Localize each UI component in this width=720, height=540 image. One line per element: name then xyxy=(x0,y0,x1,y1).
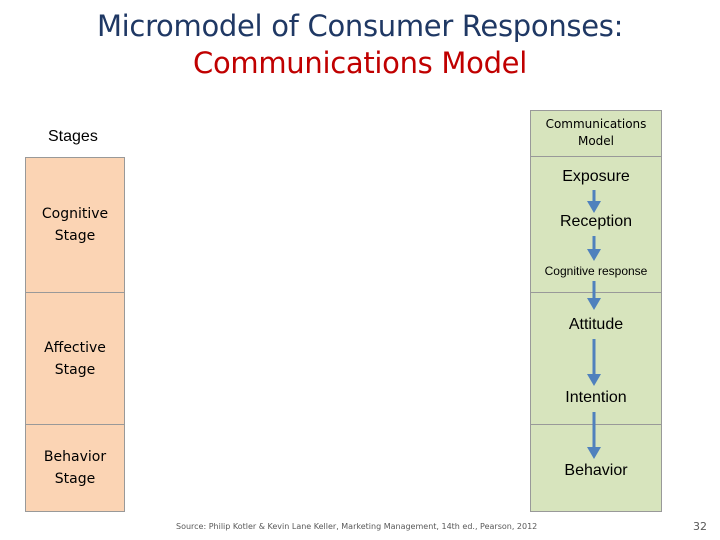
step-exposure: Exposure xyxy=(562,168,630,185)
title-line-1: Micromodel of Consumer Responses: xyxy=(96,9,624,43)
arrow-down-icon xyxy=(587,339,601,386)
model-divider-affective-behavior xyxy=(530,424,662,425)
source-citation: Source: Philip Kotler & Kevin Lane Kelle… xyxy=(176,522,538,531)
arrow-down-icon xyxy=(587,236,601,261)
behavior-stage-box: Behavior Stage xyxy=(25,424,125,512)
step-intention: Intention xyxy=(565,389,627,406)
communications-model-column xyxy=(530,110,662,512)
arrow-down-icon xyxy=(587,412,601,459)
cognitive-stage-box: Cognitive Stage xyxy=(25,157,125,293)
title-line-2: Communications Model xyxy=(193,46,527,80)
behavior-stage-line-1: Behavior xyxy=(43,449,107,465)
model-header-line-2: Model xyxy=(577,134,615,148)
communications-model-header: Communications Model xyxy=(530,110,662,157)
page-title: Micromodel of Consumer Responses: Commun… xyxy=(0,8,720,82)
stages-header: Stages xyxy=(48,128,98,145)
model-header-line-1: Communications xyxy=(545,117,647,131)
step-behavior: Behavior xyxy=(564,462,628,479)
arrow-down-icon xyxy=(587,190,601,213)
arrow-down-icon xyxy=(587,281,601,310)
cognitive-stage-line-1: Cognitive xyxy=(41,206,109,222)
affective-stage-line-2: Stage xyxy=(54,361,96,378)
model-divider-cognitive-affective xyxy=(530,292,662,293)
step-cognitive-response: Cognitive response xyxy=(544,264,648,278)
affective-stage-box: Affective Stage xyxy=(25,292,125,425)
behavior-stage-line-2: Stage xyxy=(54,471,96,487)
step-attitude: Attitude xyxy=(568,316,624,333)
affective-stage-line-1: Affective xyxy=(44,339,106,356)
step-reception: Reception xyxy=(559,213,633,230)
page-number: 32 xyxy=(693,520,707,533)
cognitive-stage-line-2: Stage xyxy=(54,228,96,244)
